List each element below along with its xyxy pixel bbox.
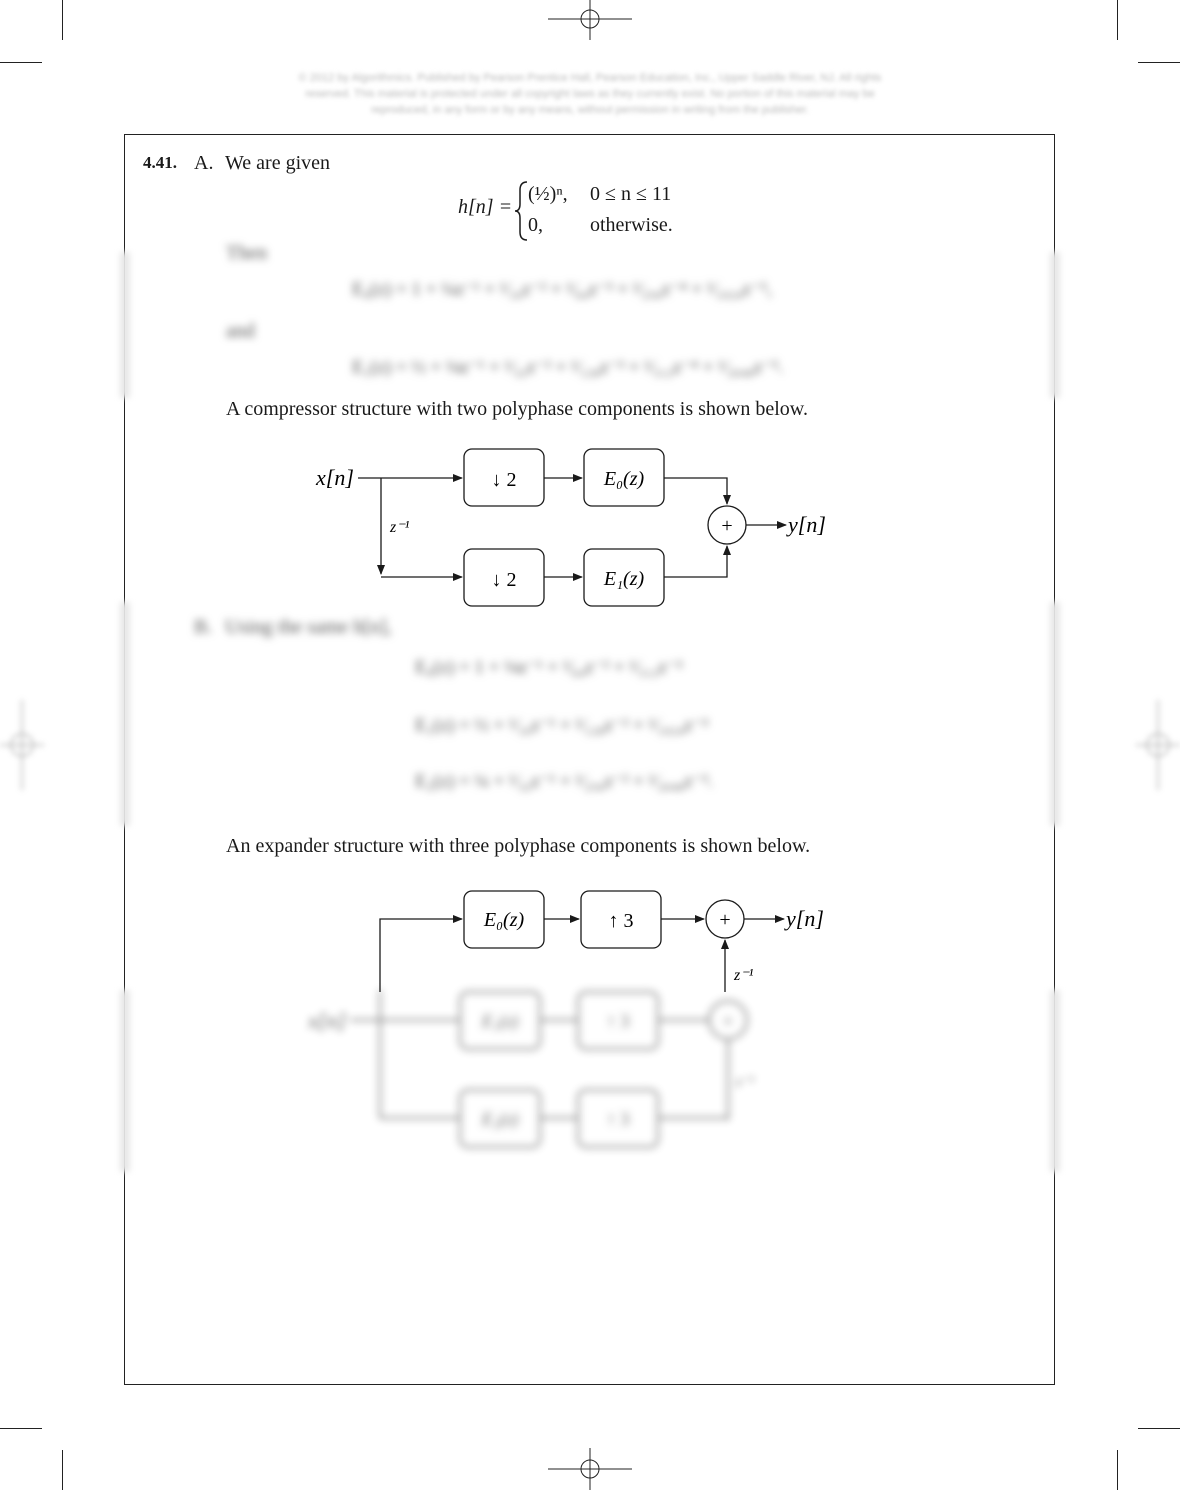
- crop-mark: [0, 1428, 42, 1429]
- case1-expression: (½)ⁿ,: [528, 183, 568, 205]
- wire: [664, 477, 731, 505]
- registration-mark-bottom: [548, 1448, 632, 1490]
- expander-delay-bottom-label: z⁻¹: [735, 1074, 755, 1090]
- case2-condition: otherwise.: [590, 214, 673, 236]
- compressor-input-label: x[n]: [315, 465, 354, 490]
- upsampler-top-label: ↑ 3: [609, 910, 634, 932]
- then-label: Then: [226, 242, 268, 264]
- expander-input-label: x[n]: [307, 1008, 346, 1033]
- expander-filter-e2-label: E₂(z): [481, 1109, 518, 1130]
- blurred-margin: [120, 990, 130, 1172]
- crop-mark: [1117, 1450, 1118, 1490]
- blurred-margin: [120, 602, 130, 826]
- compressor-caption: A compressor structure with two polyphas…: [226, 398, 808, 420]
- registration-mark-right: [1136, 700, 1180, 790]
- crop-mark: [1138, 62, 1180, 63]
- part-a-label: A.: [194, 152, 214, 174]
- crop-mark: [0, 62, 42, 63]
- downsampler-bottom-label: ↓ 2: [492, 569, 517, 591]
- compressor-delay-label: z⁻¹: [389, 519, 410, 536]
- registration-mark-left: [0, 700, 44, 790]
- filter-e0-label: E₀(z): [603, 468, 645, 490]
- part-b-equation-1: E₀(z) = 1 + ⅛z⁻¹ + ¹⁄₆₄z⁻² + ¹⁄₅₁₂z⁻³: [415, 657, 683, 678]
- equation-lhs: h[n] =: [458, 196, 513, 218]
- equation-brace: [514, 181, 528, 241]
- case2-expression: 0,: [528, 214, 543, 236]
- compressor-diagram: x[n] z⁻¹ ↓ 2 ↓ 2 E₀(z) E₁(z) + y[n]: [315, 448, 826, 607]
- crop-mark: [62, 1450, 63, 1490]
- filter-e1-label: E₁(z): [603, 568, 645, 590]
- registration-mark-top: [548, 0, 632, 40]
- part-b-intro: Using the same h[n],: [225, 616, 392, 638]
- solution-frame: [124, 134, 1055, 1385]
- crop-mark: [62, 0, 63, 40]
- summer-label: +: [721, 515, 732, 537]
- blurred-margin: [1050, 602, 1060, 826]
- and-label: and: [226, 320, 255, 342]
- part-a-intro: We are given: [225, 152, 330, 174]
- downsampler-top-label: ↓ 2: [492, 469, 517, 491]
- blurred-margin: [1050, 990, 1060, 1172]
- expander-diagram-blurred: x[n] E₁(z) ↑ 3 + z⁻¹ E₂(z) ↑ 3: [307, 990, 755, 1148]
- expander-delay-top-label: z⁻¹: [733, 967, 754, 984]
- blurred-margin: [120, 252, 130, 398]
- expander-diagram: E₀(z) ↑ 3 + y[n] z⁻¹: [379, 890, 824, 992]
- upsampler-mid-label: ↑ 3: [607, 1011, 630, 1031]
- expander-filter-e1-label: E₁(z): [481, 1011, 518, 1032]
- expander-caption: An expander structure with three polypha…: [226, 835, 811, 857]
- part-b-equation-2: E₁(z) = ½ + ¹⁄₁₆z⁻¹ + ¹⁄₁₂₈z⁻² + ¹⁄₁₀₂₄z…: [415, 715, 709, 736]
- e0-equation: E₀(z) = 1 + ¼z⁻¹ + ¹⁄₁₆z⁻² + ¹⁄₆₄z⁻³ + ¹…: [352, 279, 773, 300]
- case1-condition: 0 ≤ n ≤ 11: [590, 183, 672, 205]
- problem-number: 4.41.: [143, 153, 177, 172]
- crop-mark: [1117, 0, 1118, 40]
- upsampler-bottom-label: ↑ 3: [607, 1109, 630, 1129]
- expander-summer-top-label: +: [719, 909, 730, 931]
- crop-mark: [1138, 1428, 1180, 1429]
- copyright-notice: © 2012 by Algorithmics. Published by Pea…: [298, 72, 882, 116]
- e1-equation: E₁(z) = ½ + ⅛z⁻¹ + ¹⁄₃₂z⁻² + ¹⁄₁₂₈z⁻³ + …: [352, 357, 784, 378]
- expander-output-label: y[n]: [784, 906, 824, 931]
- part-b-label: B.: [194, 616, 213, 638]
- part-b-equation-3: E₂(z) = ¼ + ¹⁄₃₂z⁻¹ + ¹⁄₂₅₆z⁻² + ¹⁄₂₀₄₈z…: [415, 771, 713, 792]
- wire: [664, 545, 731, 578]
- compressor-output-label: y[n]: [786, 512, 826, 537]
- expander-filter-e0-label: E₀(z): [483, 909, 525, 931]
- expander-summer-mid-label: +: [723, 1011, 733, 1031]
- wire: [379, 915, 463, 992]
- blurred-margin: [1050, 252, 1060, 398]
